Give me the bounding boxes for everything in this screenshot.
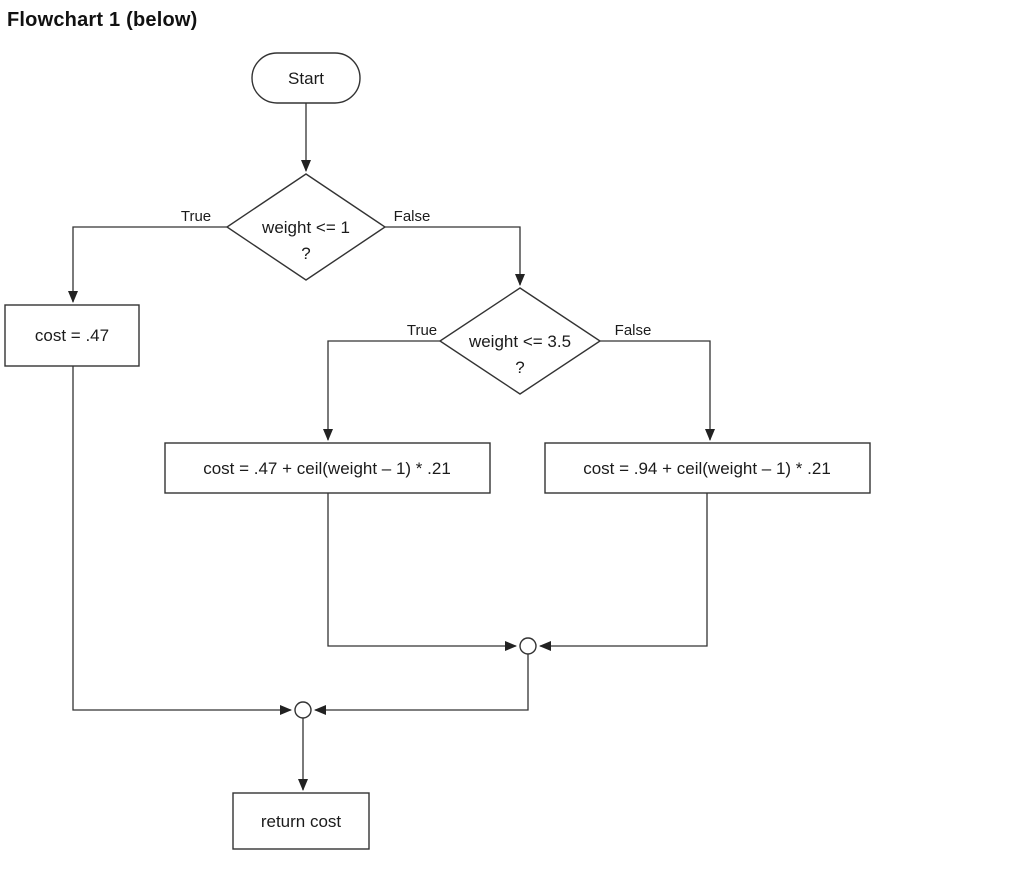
return-cost-label: return cost xyxy=(261,812,342,831)
edge-cost-mid-to-merge1 xyxy=(327,493,517,651)
cost-base-box-shape xyxy=(4,304,140,367)
page-title: Flowchart 1 (below) xyxy=(7,9,198,31)
edge-decision2-true-to-cost-mid xyxy=(323,340,440,441)
start-label: Start xyxy=(288,69,324,88)
decision1-condition: weight <= 1 xyxy=(261,218,350,237)
process-cost-base: cost = .47 xyxy=(4,304,140,367)
edge-cost-base-to-merge2 xyxy=(72,366,292,715)
decision2-question-mark: ? xyxy=(515,358,524,377)
process-cost-high-tier: cost = .94 + ceil(weight – 1) * .21 xyxy=(544,442,871,494)
branch-label-decision1-false: False xyxy=(394,208,431,225)
branch-label-decision1-true: True xyxy=(181,208,211,225)
decision2-condition: weight <= 3.5 xyxy=(468,332,571,351)
decision1-question-mark: ? xyxy=(301,244,310,263)
edge-cost-high-to-merge1 xyxy=(539,493,708,651)
cost-mid-label: cost = .47 + ceil(weight – 1) * .21 xyxy=(203,459,451,478)
process-cost-mid-tier: cost = .47 + ceil(weight – 1) * .21 xyxy=(164,442,491,494)
process-return-cost: return cost xyxy=(232,792,370,850)
cost-base-label: cost = .47 xyxy=(35,326,109,345)
edge-decision1-false-to-decision2 xyxy=(385,226,525,286)
edge-decision2-false-to-cost-high xyxy=(600,340,715,441)
cost-high-box-shape xyxy=(544,442,871,494)
start-node: Start xyxy=(251,52,361,104)
branch-label-decision2-true: True xyxy=(407,322,437,339)
merge-connector-1 xyxy=(519,637,537,655)
cost-mid-box-shape xyxy=(164,442,491,494)
return-cost-box-shape xyxy=(232,792,370,850)
decision1-diamond-shape xyxy=(225,173,387,281)
decision-weight-le-1: weight <= 1 ? xyxy=(225,173,387,281)
cost-high-label: cost = .94 + ceil(weight – 1) * .21 xyxy=(583,459,831,478)
decision2-diamond-shape xyxy=(438,287,602,395)
start-terminator-shape xyxy=(251,52,361,104)
edge-merge1-to-merge2 xyxy=(314,654,529,715)
connectors xyxy=(68,103,715,791)
edge-decision1-true-to-cost-base xyxy=(68,226,227,303)
merge-connector-2 xyxy=(294,701,312,719)
branch-label-decision2-false: False xyxy=(615,322,652,339)
decision-weight-le-3-5: weight <= 3.5 ? xyxy=(438,287,602,395)
